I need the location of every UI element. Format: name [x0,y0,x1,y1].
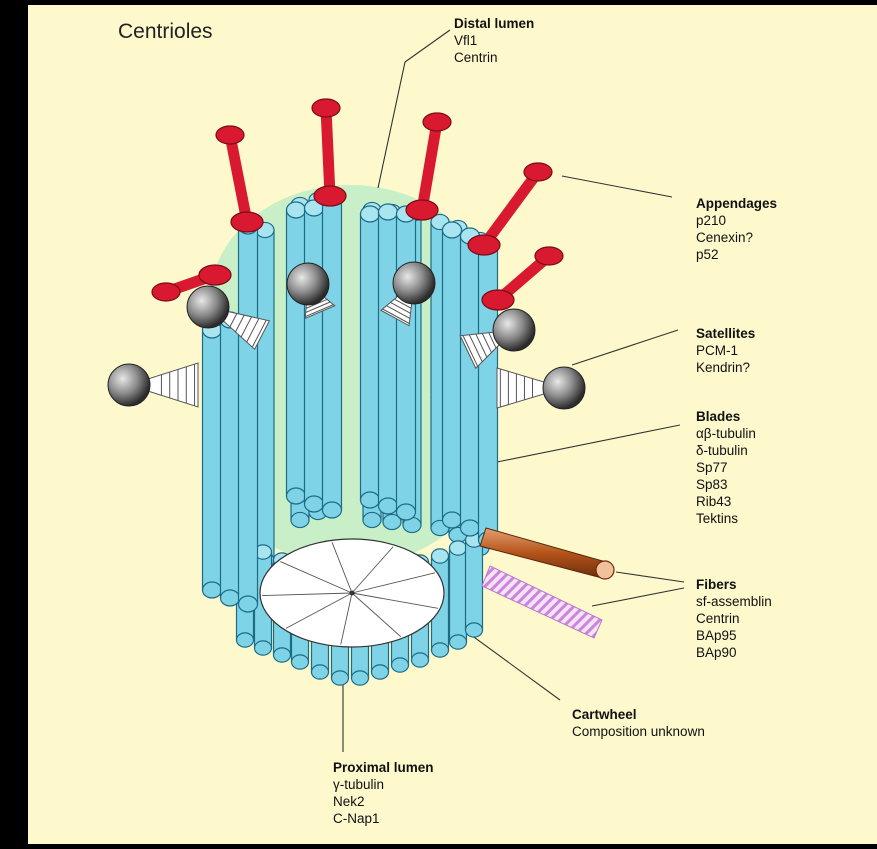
fiber-striated [482,566,602,638]
leader-blades [497,425,680,462]
label-item: δ-tubulin [696,442,756,459]
microtubule [287,202,306,504]
label-item: sf-assemblin [696,593,772,610]
label-blades: Blades αβ-tubulin δ-tubulin Sp77 Sp83 Ri… [696,408,756,527]
microtubule [239,218,258,612]
microtubule [450,541,467,649]
label-item: Centrin [696,610,772,627]
label-item: Centrin [454,49,534,66]
label-item: Nek2 [333,793,434,810]
label-appendages: Appendages p210 Cenexin? p52 [696,195,777,263]
appendage [312,99,346,206]
microtubule [443,222,462,528]
label-item: BAp95 [696,627,772,644]
label-satellites: Satellites PCM-1 Kendrin? [696,325,755,376]
label-item: Cenexin? [696,229,777,246]
label-item: Composition unknown [572,723,705,740]
microtubule [221,312,240,606]
microtubule [203,322,222,598]
label-item: Rib43 [696,493,756,510]
label-item: p52 [696,246,777,263]
label-item: Sp83 [696,476,756,493]
label-heading: Cartwheel [572,706,705,723]
appendage [468,163,552,255]
leader-distal-lumen [405,30,450,62]
label-item: γ-tubulin [333,776,434,793]
microtubule [479,236,498,548]
leader-fibers-striated [592,588,684,606]
label-item: αβ-tubulin [696,425,756,442]
label-heading: Proximal lumen [333,759,434,776]
leader-appendages [562,176,672,197]
label-heading: Blades [696,408,756,425]
microtubule [466,533,483,637]
label-cartwheel: Cartwheel Composition unknown [572,706,705,740]
label-item: C-Nap1 [333,810,434,827]
cartwheel [260,539,444,647]
microtubule [379,204,398,514]
label-heading: Distal lumen [454,15,534,32]
label-item: p210 [696,212,777,229]
microtubule [305,200,324,512]
appendage [216,126,263,232]
appendage [406,113,451,220]
label-proximal-lumen: Proximal lumen γ-tubulin Nek2 C-Nap1 [333,759,434,827]
microtubule [461,228,480,536]
label-distal-lumen: Distal lumen Vfl1 Centrin [454,15,534,66]
page-title: Centrioles [118,20,213,44]
label-item: Kendrin? [696,359,755,376]
label-item: Vfl1 [454,32,534,49]
label-item: PCM-1 [696,342,755,359]
leader-distal-lumen-2 [378,62,405,188]
leader-satellites [572,330,678,365]
label-heading: Appendages [696,195,777,212]
leader-fibers-rod [616,572,684,582]
microtubule [361,206,380,508]
microtubule [323,188,342,518]
label-item: Sp77 [696,459,756,476]
satellite [497,367,585,409]
label-heading: Satellites [696,325,755,342]
label-item: Tektins [696,510,756,527]
satellite [108,363,198,407]
label-fibers: Fibers sf-assemblin Centrin BAp95 BAp90 [696,576,772,661]
microtubule [397,206,416,520]
label-heading: Fibers [696,576,772,593]
microtubule [256,222,274,567]
label-item: BAp90 [696,644,772,661]
